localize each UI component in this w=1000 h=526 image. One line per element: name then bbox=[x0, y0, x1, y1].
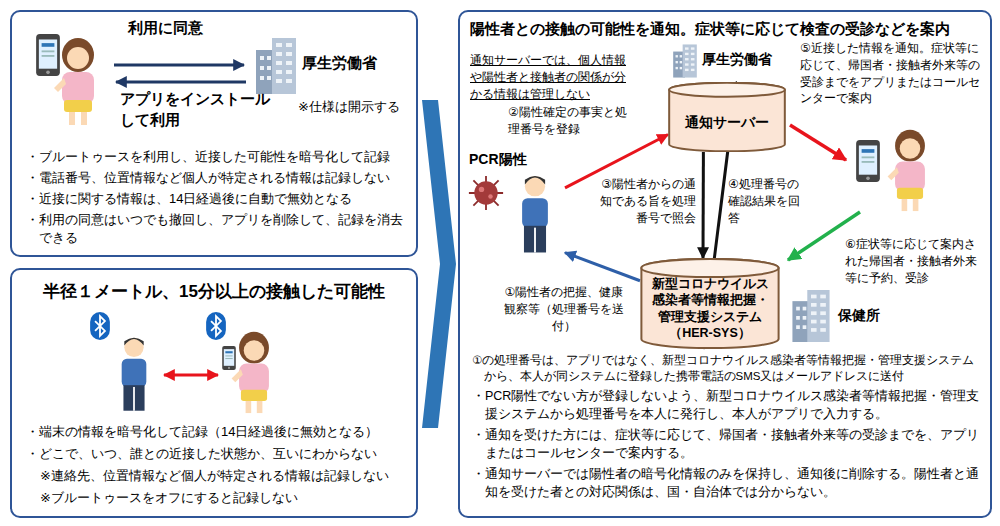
bullet-text: ・利用の同意はいつでも撤回し、アプリを削除して、記録を消去できる bbox=[26, 211, 414, 247]
pcr-positive-person: PCR陽性 bbox=[465, 150, 565, 258]
org-label: 保健所 bbox=[838, 306, 880, 326]
bullet-text: ・PCR陽性でない方が登録しないよう、新型コロナウイルス感染者等情報把握・管理支… bbox=[472, 388, 982, 423]
bullet-text: ・どこで、いつ、誰との近接した状態か、互いにわからない bbox=[26, 445, 414, 463]
bullet-text: ・電話番号、位置情報など個人が特定される情報は記録しない bbox=[26, 169, 414, 187]
edge-label: ②陽性確定の事実と処理番号を登録 bbox=[508, 104, 636, 138]
note-text: ※ブルートゥースをオフにすると記録しない bbox=[40, 489, 414, 507]
server-cylinder: 通知サーバー bbox=[668, 82, 786, 152]
bullet-text: ・通知サーバーでは陽性者の暗号化情報のみを保持し、通知後に削除する。陽性者と通知… bbox=[472, 466, 982, 501]
bullet-text: ・ブルートゥースを利用し、近接した可能性を暗号化して記録 bbox=[26, 148, 414, 166]
arrow-label: ⑥症状等に応じて案内された帰国者・接触者外来等に予約、受診 bbox=[845, 236, 981, 286]
bullet-text: ・通知を受けた方には、症状等に応じて、帰国者・接触者外来等の受診までを、アプリま… bbox=[472, 427, 982, 462]
system-cylinder: 新型コロナウイルス感染者等情報把握・管理支援システム（HER-SYS） bbox=[640, 258, 780, 349]
node-label: PCR陽性 bbox=[469, 150, 527, 170]
bullet-text: ・近接に関する情報は、14日経過後に自動で無効となる bbox=[26, 190, 414, 208]
org-label: 厚生労働省 bbox=[702, 50, 772, 70]
flow-arrow bbox=[702, 152, 705, 258]
edge-label: ④処理番号の確認結果を回答 bbox=[728, 176, 810, 226]
node-label: 新型コロナウイルス感染者等情報把握・管理支援システム（HER-SYS） bbox=[650, 276, 770, 341]
arrow-label: 利用に同意 bbox=[128, 17, 203, 38]
edge-label: ①陽性者の把握、健康観察等（処理番号を送付） bbox=[503, 284, 625, 334]
note-text: ※仕様は開示する bbox=[298, 98, 400, 116]
info-panel: 半径１メートル、15分以上の接触した可能性・端末の情報を暗号化して記録（14日経… bbox=[10, 268, 418, 518]
bullet-text: ・端末の情報を暗号化して記録（14日経過後に無効となる） bbox=[26, 423, 414, 441]
org-label: 厚生労働省 bbox=[302, 52, 377, 73]
note-text: ①の処理番号は、アプリではなく、新型コロナウイルス感染者等情報把握・管理支援シス… bbox=[472, 352, 982, 384]
arrow-label: ⑤近接した情報を通知。症状等に応じて、帰国者・接触者外来等の受診までをアプリまた… bbox=[800, 40, 980, 107]
arrow-label: アプリをインストールして利用 bbox=[120, 88, 280, 130]
flow-arrow bbox=[565, 253, 640, 281]
note-text: 通知サーバーでは、個人情報や陽性者と接触者の関係が分かる情報は管理しない bbox=[470, 52, 634, 102]
node-label: 通知サーバー bbox=[685, 113, 769, 131]
edge-label: ③陽性者からの通知である旨を処理番号で照会 bbox=[594, 176, 696, 226]
panel-heading: 半径１メートル、15分以上の接触した可能性 bbox=[20, 280, 408, 304]
info-panel: ・ブルートゥースを利用し、近接した可能性を暗号化して記録・電話番号、位置情報など… bbox=[10, 10, 418, 257]
note-text: ※連絡先、位置情報など個人が特定される情報は記録しない bbox=[40, 467, 414, 485]
panel-heading: 陽性者との接触の可能性を通知。症状等に応じて検査の受診などを案内 bbox=[470, 18, 986, 39]
